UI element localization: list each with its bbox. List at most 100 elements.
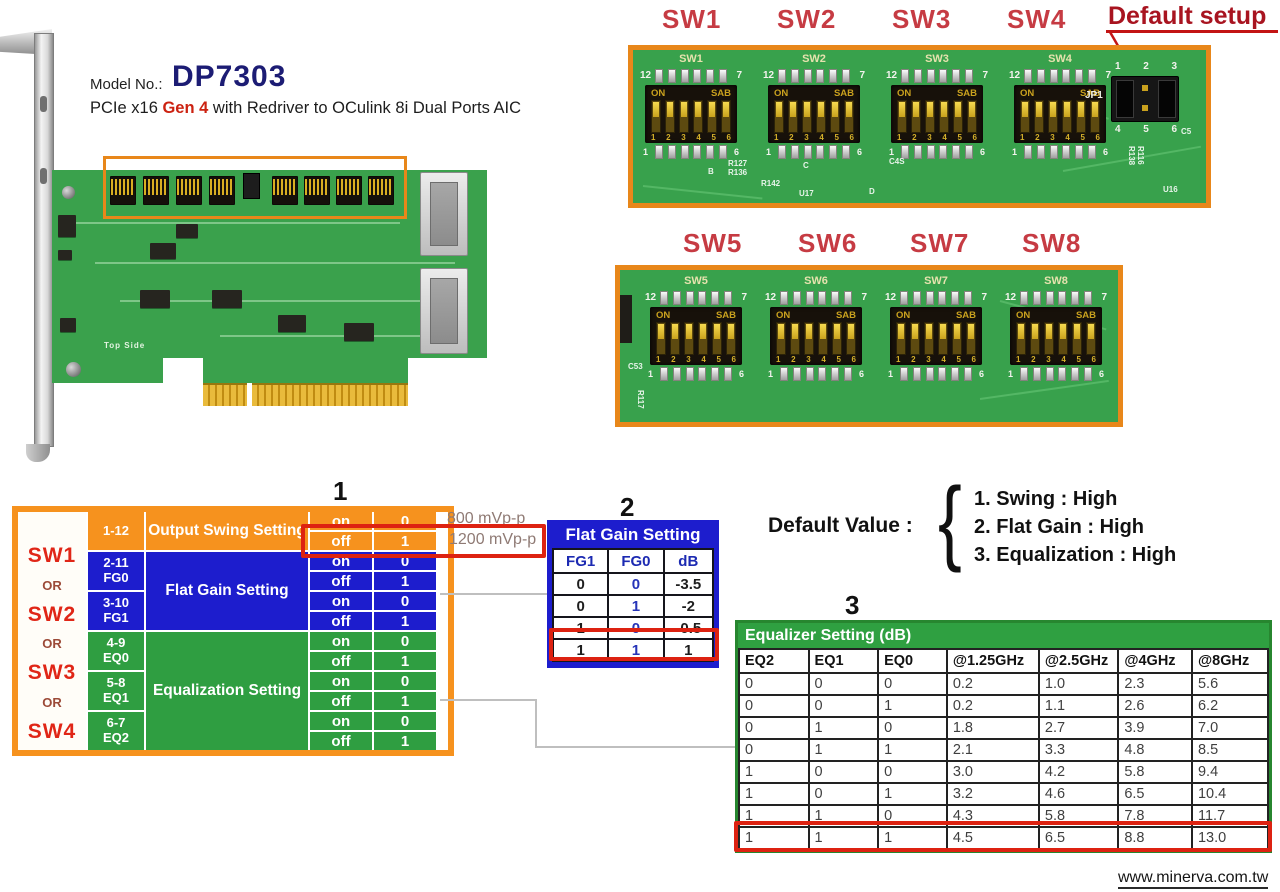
jp1-pin-number: 2 <box>1143 61 1149 72</box>
jp1-pin-number: 3 <box>1171 61 1177 72</box>
dip-pin <box>901 145 909 159</box>
dip-slider <box>679 100 689 133</box>
dip-slider <box>1086 322 1096 355</box>
dip-position-number: 3 <box>926 355 931 364</box>
dip-slider-knob <box>1018 324 1024 339</box>
dip-sab-label: SAB <box>1079 88 1100 99</box>
photo-label-sw7: SW7 <box>910 228 970 258</box>
jp1-silkscreen: JP1 <box>1085 90 1103 101</box>
pin-number: 6 <box>1098 369 1104 379</box>
dip-pin <box>780 367 788 381</box>
silkscreen-ref: C53 <box>628 362 643 371</box>
t3-cell: 9.4 <box>1190 760 1270 784</box>
ic-chip <box>344 323 374 341</box>
dip-pin <box>901 69 909 83</box>
pin-number: 7 <box>736 70 742 81</box>
dip-slider <box>684 322 694 355</box>
dip-pin <box>938 367 947 381</box>
dip-position-number: 5 <box>836 355 841 364</box>
element <box>1016 322 1096 355</box>
default-value-item: 2. Flat Gain : High <box>974 516 1145 538</box>
dip-position-number: 6 <box>972 133 977 142</box>
dip-pin <box>698 367 707 381</box>
dip-slider <box>707 100 717 133</box>
dip-pin <box>900 367 908 381</box>
dip-slider <box>651 100 661 133</box>
photo-label-sw1: SW1 <box>662 4 722 34</box>
photo-label-sw4: SW4 <box>1007 4 1067 34</box>
dip-position-number: 3 <box>806 355 811 364</box>
dip-slider <box>816 100 826 133</box>
pin-range: 1-12 <box>102 522 130 538</box>
dip-slider-knob <box>898 324 904 339</box>
dip-slider-knob <box>1078 102 1084 117</box>
dip-slider <box>1058 322 1068 355</box>
element <box>896 322 976 355</box>
dip-pin <box>792 367 801 381</box>
t3-cell: 1 <box>807 738 880 762</box>
website-link[interactable]: www.minerva.com.tw <box>1118 869 1269 889</box>
dip-pin <box>680 145 689 159</box>
onoff-cell: off <box>310 612 372 630</box>
t3-header: @1.25GHz <box>945 648 1040 674</box>
dip-position-number: 2 <box>666 133 671 142</box>
pin-number: 7 <box>861 292 867 303</box>
dip-silkscreen: SW7 <box>924 275 948 287</box>
dip-slider-knob <box>913 102 919 117</box>
dip-slider <box>844 100 854 133</box>
flat-gain-table-title: Flat Gain Setting <box>565 525 701 544</box>
dip-pin <box>964 69 973 83</box>
onoff-cell: off <box>310 532 372 550</box>
value-cell: 1 <box>374 732 436 750</box>
dip-slider-knob <box>709 102 715 117</box>
dip-position-number: 3 <box>1050 133 1055 142</box>
default-highlight-flatgain <box>549 628 719 661</box>
dip-slider-knob <box>1074 324 1080 339</box>
dip-pin <box>952 69 961 83</box>
dip-slider-knob <box>806 324 812 339</box>
dip-pin <box>723 367 732 381</box>
t2-header: dB <box>662 548 715 574</box>
dip-switch-highlight-box <box>103 156 407 219</box>
value-cell: 1 <box>374 652 436 670</box>
element <box>1020 291 1092 305</box>
dip-slider-knob <box>695 102 701 117</box>
jumper-cap <box>1158 80 1176 118</box>
t2-cell: 0 <box>607 572 665 596</box>
t3-cell: 2.6 <box>1117 694 1193 718</box>
element <box>774 100 854 133</box>
onoff-cell: off <box>310 572 372 590</box>
t3-cell: 0.2 <box>945 672 1040 696</box>
dip-position-number: 5 <box>716 355 721 364</box>
dip-position-number: 4 <box>821 355 826 364</box>
dip-slider <box>693 100 703 133</box>
onoff-cell: on <box>310 712 372 730</box>
dip-pin <box>706 145 715 159</box>
dip-position-number: 3 <box>927 133 932 142</box>
dip-position-number: 1 <box>896 355 901 364</box>
dip-pin <box>939 145 948 159</box>
table2-number: 2 <box>620 492 635 522</box>
t3-cell: 1 <box>877 782 948 806</box>
pin-number: 6 <box>733 147 739 157</box>
dip-slider <box>832 322 842 355</box>
screw <box>66 362 81 377</box>
oculink-connector <box>420 268 468 354</box>
pin-signal: EQ1 <box>102 690 129 705</box>
dip-position-number: 4 <box>941 355 946 364</box>
dip-position-number: 1 <box>656 355 661 364</box>
t3-cell: 8.5 <box>1190 738 1270 762</box>
t3-cell: 3.3 <box>1037 738 1120 762</box>
dip-slider <box>911 100 921 133</box>
